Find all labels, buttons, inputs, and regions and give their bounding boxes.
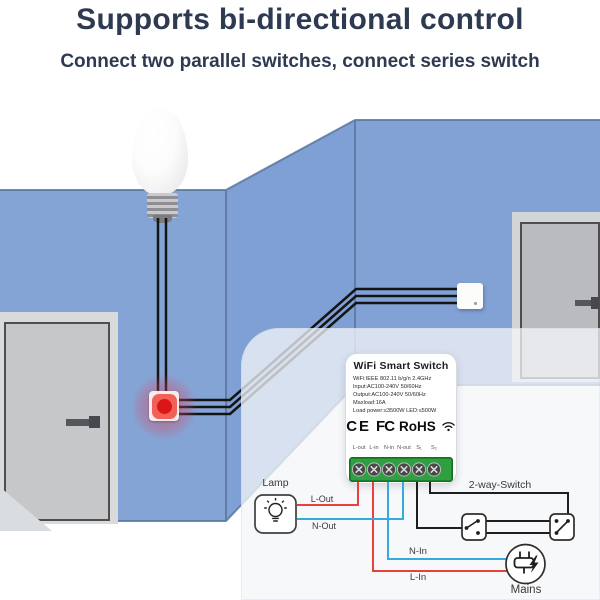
spec-line: Output:AC100-240V 50/60Hz (353, 392, 426, 399)
ce-mark: CE (346, 417, 372, 435)
terminal-label: S₂ (431, 445, 437, 451)
wall-switch[interactable] (457, 283, 483, 309)
light-bulb (132, 107, 188, 195)
device-title: WiFi Smart Switch (353, 360, 449, 372)
fcc-mark: FC (376, 417, 395, 435)
terminal-label: N-out (397, 445, 411, 451)
n-out-label: N-Out (311, 521, 336, 531)
two-way-switch-label: 2-way-Switch (468, 479, 532, 491)
bulb-screw-base (147, 193, 178, 218)
spec-line: WiFi:IEEE 802.11 b/g/n 2.4GHz (353, 376, 432, 382)
page-subtitle: Connect two parallel switches, connect s… (60, 51, 540, 72)
spec-line: Maxload:16A (353, 400, 386, 407)
terminal-block (349, 457, 453, 482)
n-in-label: N-In (409, 546, 427, 557)
right-door-handle (575, 300, 597, 306)
lamp-label: Lamp (262, 477, 289, 489)
l-out-label: L-Out (310, 494, 334, 504)
bulb-wires (156, 218, 168, 395)
l-in-label: L-In (409, 572, 427, 583)
certification-logos: CE FC RoHS (346, 418, 456, 435)
terminal-label: N-in (383, 445, 395, 451)
page-title: Supports bi-directional control (76, 3, 524, 36)
terminal-label: L-in (369, 445, 379, 451)
terminal-screws (351, 462, 442, 477)
rohs-mark: RoHS (399, 418, 436, 434)
right-door-handle-block (591, 297, 599, 309)
spec-line: Input:AC100-240V 50/60Hz (353, 384, 422, 391)
terminal-label: S₁ (416, 445, 422, 451)
red-button-center (157, 399, 172, 414)
bulb-base-tip (153, 215, 172, 223)
wifi-icon (442, 422, 455, 432)
wall-switch-screw (474, 302, 477, 305)
device-specs: WiFi:IEEE 802.11 b/g/n 2.4GHz Input:AC10… (353, 375, 456, 416)
terminal-label: L-out (352, 445, 366, 451)
left-door-handle (66, 419, 99, 426)
spec-line: Load power:≤3500W LED:≤500W (353, 408, 437, 415)
mains-label: Mains (510, 584, 542, 596)
smart-switch-device: WiFi Smart Switch WiFi:IEEE 802.11 b/g/n… (345, 353, 457, 484)
left-door-handle-block (89, 416, 100, 428)
